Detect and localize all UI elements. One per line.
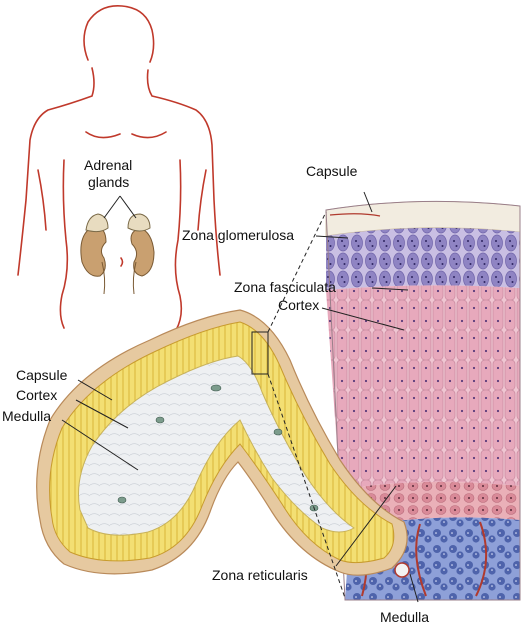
ureter-left (101, 261, 106, 295)
medulla-left-label: Medulla (2, 408, 51, 424)
tissue-column-outline (325, 200, 521, 601)
cortex-right-label: Cortex (278, 297, 319, 313)
kidney-right (130, 227, 155, 277)
body-outline (17, 5, 221, 331)
adrenal-leader-lines (103, 195, 137, 219)
navel (120, 257, 124, 267)
zona-reticularis-label: Zona reticularis (212, 567, 308, 583)
blood-vessel-4 (329, 213, 381, 217)
zona-glomerulosa-label: Zona glomerulosa (182, 227, 294, 243)
kidney-left (80, 225, 107, 277)
blood-vessel-2 (415, 523, 427, 597)
medulla-core (78, 355, 355, 536)
kidneys (80, 213, 155, 295)
adrenal-gland-left (85, 213, 109, 233)
inner-arm-left (37, 169, 47, 231)
medulla-bottom-label: Medulla (380, 609, 429, 625)
connector-top (267, 211, 327, 333)
adrenal-glands-label-line2: glands (88, 174, 129, 190)
gland-cross-section (36, 211, 408, 599)
inner-arm-right (197, 169, 207, 231)
neck-right-shoulder (146, 69, 221, 276)
blood-vessel-3 (475, 521, 488, 597)
chest-line (85, 131, 167, 139)
torso-right-side (174, 159, 183, 331)
vessel-lumen (394, 562, 410, 578)
head-outline (83, 5, 155, 63)
torso-left-side (59, 159, 69, 329)
adrenal-gland-right (127, 213, 151, 232)
connector-bottom (267, 373, 346, 599)
zona-fasciculata-label: Zona fasciculata (234, 279, 336, 295)
capsule-top-label: Capsule (306, 163, 358, 179)
magnified-region-box (251, 331, 269, 375)
neck-left-shoulder (17, 67, 95, 276)
ureter-right (132, 261, 137, 295)
zona-glomerulosa-layer (326, 227, 520, 290)
zona-fasciculata-layer (326, 285, 520, 490)
leader-lines (61, 191, 419, 603)
cortex-left-label: Cortex (16, 387, 57, 403)
adrenal-glands-label-line1: Adrenal (84, 157, 132, 173)
capsule-left-label: Capsule (16, 367, 68, 383)
